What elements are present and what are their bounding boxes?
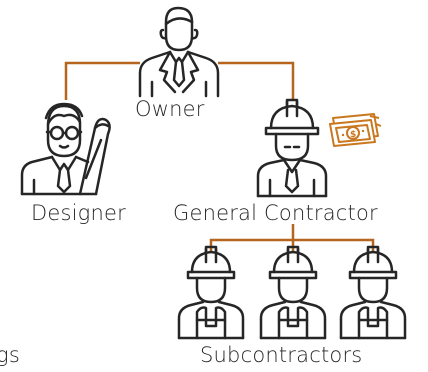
connector-owner-designer <box>64 61 140 100</box>
businessman-icon <box>138 6 220 98</box>
general-contractor-label: General Contractor <box>173 201 378 225</box>
subcontractor-1-icon <box>177 245 245 340</box>
hardhat-worker-icon <box>256 98 328 198</box>
money-banknotes-icon: $ <box>329 113 382 147</box>
subcontractor-2-icon <box>259 245 327 340</box>
partial-left-label: gs <box>0 345 20 366</box>
connector-owner-gc <box>218 61 295 100</box>
subcontractors-label: Subcontractors <box>200 343 363 367</box>
svg-text:$: $ <box>350 130 356 140</box>
subcontractors-group <box>177 245 407 340</box>
owner-label: Owner <box>135 97 205 121</box>
designer-label: Designer <box>31 201 126 225</box>
architect-icon <box>20 102 111 196</box>
subcontractor-3-icon <box>339 245 407 340</box>
